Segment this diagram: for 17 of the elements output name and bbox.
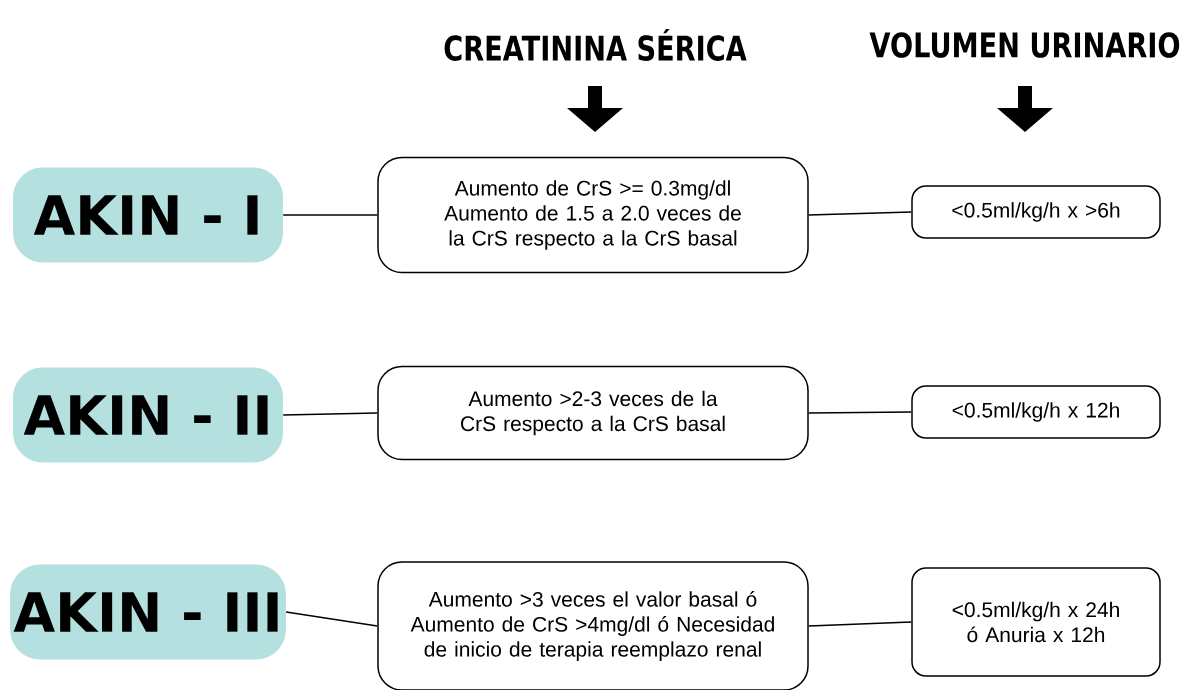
stage-label: AKIN - II — [13, 367, 283, 463]
connector-line — [282, 214, 378, 216]
criteria-box: Aumento >2-3 veces de la CrS respecto a la CrS basal — [377, 365, 809, 461]
connector-line — [282, 412, 378, 416]
stage-label: AKIN - III — [10, 564, 286, 660]
criteria-box: Aumento >3 veces el valor basal ó Aumento de CrS >4mg/dl ó Necesidad de inicio de terapia reemplazo renal — [377, 561, 809, 690]
connector-line — [808, 211, 912, 216]
urine-output-box: <0.5ml/kg/h x 12h — [911, 385, 1161, 439]
connector-line — [808, 411, 912, 414]
urine-output-box: <0.5ml/kg/h x >6h — [911, 185, 1161, 239]
connector-line — [808, 621, 912, 627]
column-heading: VOLUMEN URINARIO — [869, 32, 1180, 58]
criteria-box: Aumento de CrS >= 0.3mg/dl Aumento de 1.5 a 2.0 veces de la CrS respecto a la CrS basal — [377, 156, 809, 274]
stage-label: AKIN - I — [13, 167, 283, 263]
connector-line — [285, 611, 378, 627]
column-heading: CREATININA SÉRICA — [444, 29, 747, 61]
urine-output-box: <0.5ml/kg/h x 24h ó Anuria x 12h — [911, 567, 1161, 677]
